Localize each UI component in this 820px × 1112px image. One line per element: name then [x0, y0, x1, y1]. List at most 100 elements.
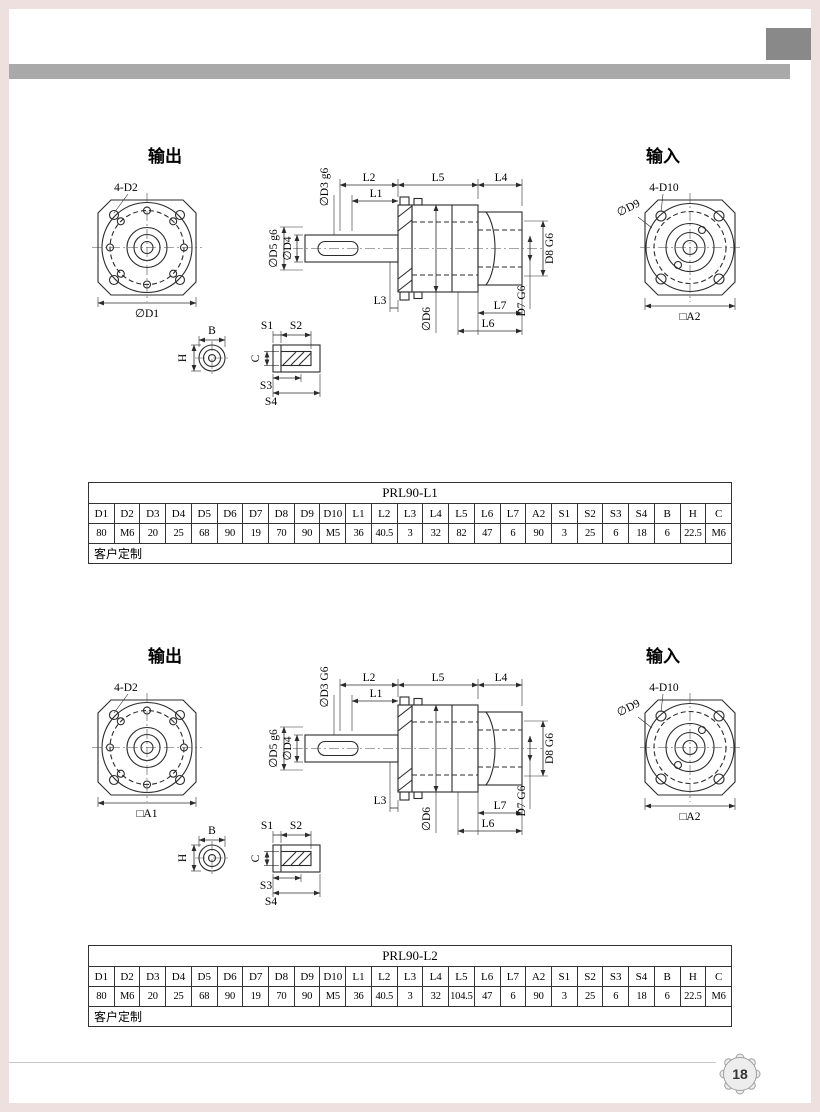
- cell-value: 70: [268, 986, 295, 1007]
- col-header: L6: [473, 503, 501, 524]
- cell-value: 22.5: [679, 986, 707, 1007]
- table-title: PRL90-L1: [88, 482, 732, 504]
- cell-value: 90: [293, 986, 321, 1007]
- col-header: L3: [396, 966, 424, 987]
- dim-D8-label: D8 G6: [544, 233, 556, 264]
- shaft-end-view: [195, 341, 229, 375]
- dim-C-label: C: [250, 354, 262, 362]
- cell-value: 40.5: [370, 523, 398, 544]
- drawing-section-l2: 输出 输入: [0, 635, 820, 945]
- col-header: L2: [370, 966, 398, 987]
- col-header: L7: [499, 966, 527, 987]
- drawing-section-l1: 输出 输入: [0, 135, 820, 445]
- key-side-view: [272, 844, 321, 873]
- output-label: 输出: [148, 646, 182, 666]
- dim-L4-label: L4: [495, 172, 508, 184]
- col-header: B: [653, 966, 681, 987]
- top-decoration-bar: [9, 64, 790, 79]
- col-header: A2: [525, 966, 552, 987]
- input-flange-front-view: [640, 693, 740, 802]
- cell-value: 22.5: [679, 523, 707, 544]
- cell-value: 25: [165, 523, 192, 544]
- dim-S2-label: S2: [290, 320, 302, 332]
- cell-value: 6: [602, 986, 630, 1007]
- dim-D7-label: D7 G6: [516, 285, 528, 316]
- output-holes-label: 4-D2: [114, 182, 138, 194]
- cell-value: 82: [448, 523, 475, 544]
- gearbox-section-view: [293, 196, 545, 301]
- col-header: L5: [448, 966, 475, 987]
- input-dia-label: ∅D9: [615, 197, 642, 219]
- input-label: 输入: [646, 646, 680, 666]
- dim-H-label: H: [177, 854, 189, 862]
- gearbox-section-view: [293, 696, 545, 801]
- cell-value: 68: [190, 986, 218, 1007]
- table-title: PRL90-L2: [88, 945, 732, 967]
- cell-value: 19: [242, 986, 270, 1007]
- col-header: D9: [293, 966, 321, 987]
- output-label: 输出: [148, 146, 182, 166]
- col-header: L3: [396, 503, 424, 524]
- dim-D7-label: D7 G6: [516, 785, 528, 816]
- col-header: D5: [190, 503, 218, 524]
- col-header: H: [679, 503, 707, 524]
- dim-L1-label: L1: [370, 688, 383, 700]
- col-header: D5: [190, 966, 218, 987]
- col-header: L6: [473, 966, 501, 987]
- cell-value: M6: [705, 523, 732, 544]
- dim-D6-label: ∅D6: [421, 307, 433, 331]
- output-flange-front-view: [92, 693, 202, 802]
- input-holes-label: 4-D10: [649, 682, 679, 694]
- col-header: L5: [448, 503, 475, 524]
- col-header: B: [653, 503, 681, 524]
- dim-D5-label: ∅D5 g6: [268, 729, 280, 768]
- cell-value: M6: [705, 986, 732, 1007]
- table-footer: 客户定制: [88, 543, 732, 564]
- input-flange-dim-label: □A2: [679, 311, 700, 323]
- cell-value: 6: [499, 986, 527, 1007]
- cell-value: 18: [628, 986, 655, 1007]
- technical-drawing: 输出 输入: [92, 646, 740, 908]
- dim-C-label: C: [250, 854, 262, 862]
- cell-value: 90: [293, 523, 321, 544]
- cell-value: 6: [499, 523, 527, 544]
- gear-icon: [719, 1053, 761, 1095]
- dim-L2-label: L2: [363, 672, 376, 684]
- col-header: D3: [139, 966, 167, 987]
- cell-value: 3: [550, 523, 578, 544]
- cell-value: 80: [88, 523, 115, 544]
- col-header: D4: [165, 503, 192, 524]
- col-header: S2: [576, 503, 604, 524]
- dim-L2-label: L2: [363, 172, 376, 184]
- dim-S2-label: S2: [290, 820, 302, 832]
- cell-value: 90: [216, 523, 244, 544]
- dim-L3-label: L3: [374, 795, 387, 807]
- col-header: S3: [602, 966, 630, 987]
- footer-divider-line: [9, 1062, 716, 1063]
- col-header: D6: [216, 503, 244, 524]
- col-header: S4: [628, 966, 655, 987]
- dim-H-label: H: [177, 354, 189, 362]
- input-label: 输入: [646, 146, 680, 166]
- dim-L6-label: L6: [482, 818, 495, 830]
- col-header: D9: [293, 503, 321, 524]
- dim-D4-label: ∅D4: [282, 236, 294, 260]
- dim-S4-label: S4: [265, 396, 277, 408]
- col-header: A2: [525, 503, 552, 524]
- cell-value: 90: [216, 986, 244, 1007]
- cell-value: 3: [396, 523, 424, 544]
- cell-value: 6: [653, 523, 681, 544]
- col-header: C: [705, 966, 732, 987]
- dim-B-label: B: [208, 825, 216, 837]
- cell-value: 80: [88, 986, 115, 1007]
- dim-D6-label: ∅D6: [421, 807, 433, 831]
- cell-value: 25: [165, 986, 192, 1007]
- cell-value: 18: [628, 523, 655, 544]
- col-header: D7: [242, 966, 270, 987]
- dim-L5-label: L5: [432, 672, 445, 684]
- corner-decoration-block: [766, 28, 811, 60]
